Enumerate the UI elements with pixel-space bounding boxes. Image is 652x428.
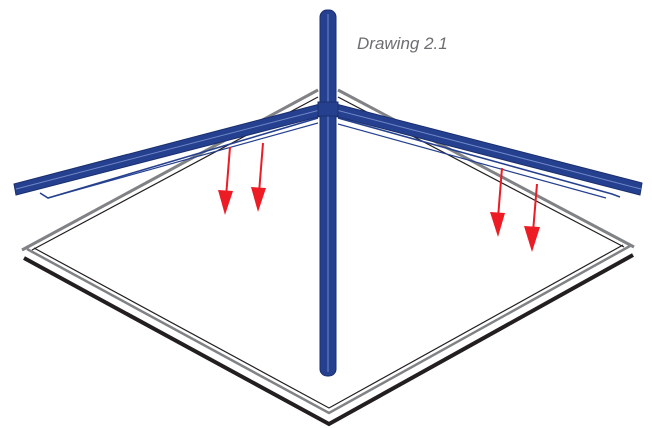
load-arrow-3-head	[490, 212, 505, 237]
load-arrow-2-shaft	[258, 142, 264, 194]
base-frame-inner-rail	[26, 244, 631, 415]
right-arm	[333, 103, 643, 196]
roof-edge-left-outer	[21, 88, 319, 252]
load-arrow-4-head	[524, 226, 540, 252]
right-brace	[337, 117, 621, 199]
load-arrows	[218, 142, 540, 252]
load-arrow-3-shaft	[497, 167, 503, 219]
load-arrow-4-shaft	[532, 183, 538, 233]
right-brace-line-2	[337, 123, 607, 199]
base-frame-inner-gap	[25, 247, 632, 419]
left-brace	[39, 117, 319, 199]
load-arrow-1-shaft	[225, 146, 231, 198]
load-arrow-2-head	[251, 187, 266, 212]
right-brace-line	[337, 117, 621, 198]
right-arm-highlight	[335, 109, 642, 190]
center-pole	[317, 9, 339, 377]
left-brace-line-2	[47, 122, 319, 199]
base-frame-inner-line	[33, 244, 624, 409]
load-arrow-1-head	[218, 190, 233, 215]
roof-edge-right-outer	[337, 88, 635, 249]
base-frame	[23, 244, 634, 427]
left-arm	[13, 103, 323, 196]
left-arm-highlight	[15, 109, 321, 190]
left-brace-line	[39, 117, 319, 199]
drawing-caption: Drawing 2.1	[357, 34, 448, 53]
center-pole-joint	[317, 101, 339, 117]
base-frame-outer-edge	[23, 253, 634, 427]
